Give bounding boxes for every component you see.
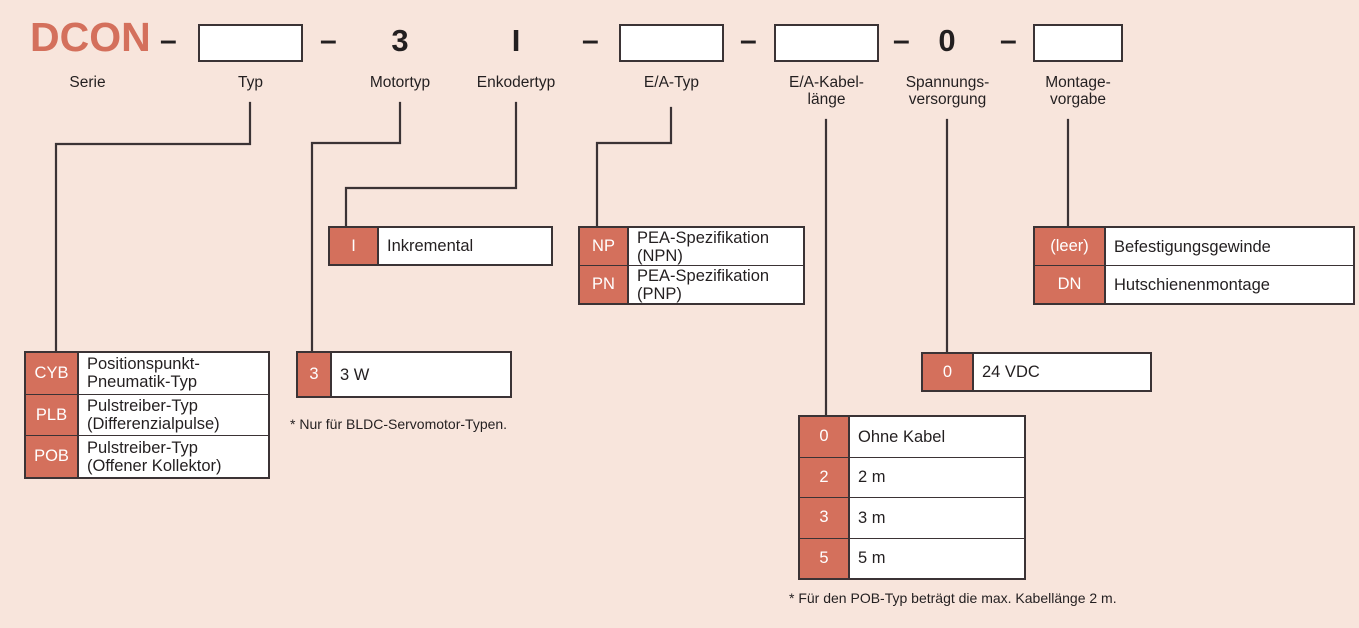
separator-3: – <box>582 24 599 57</box>
option-code: PLB <box>26 394 79 436</box>
table-montagevorgabe: (leer) Befestigungsgewinde DN Hutschiene… <box>1033 226 1355 305</box>
separator-2: – <box>320 24 337 57</box>
option-code: I <box>330 228 379 264</box>
label-motortyp: Motortyp <box>369 74 431 91</box>
option-description: Ohne Kabel <box>850 417 1024 457</box>
table-enkodertyp: I Inkremental <box>328 226 553 266</box>
option-code: PN <box>580 266 629 303</box>
table-row[interactable]: 0 Ohne Kabel <box>800 417 1024 458</box>
separator-6: – <box>1000 24 1017 57</box>
option-description: PEA-Spezifikation (NPN) <box>629 228 803 265</box>
label-ea-kabellaenge: E/A-Kabel- länge <box>789 74 864 108</box>
option-code: 2 <box>800 457 850 497</box>
option-description: 3 m <box>850 498 1024 538</box>
label-typ: Typ <box>238 74 263 91</box>
option-code: 3 <box>298 353 332 396</box>
option-description: Hutschienenmontage <box>1106 266 1353 303</box>
table-row[interactable]: (leer) Befestigungsgewinde <box>1035 228 1353 266</box>
option-description: 24 VDC <box>974 354 1150 390</box>
table-row[interactable]: 3 3 W <box>298 353 510 396</box>
table-row[interactable]: PLB Pulstreiber-Typ (Differenzialpulse) <box>26 394 268 437</box>
separator-4: – <box>740 24 757 57</box>
option-code: NP <box>580 228 629 265</box>
series-code: DCON <box>30 14 151 60</box>
table-ea-typ: NP PEA-Spezifikation (NPN) PN PEA-Spezif… <box>578 226 805 305</box>
code-box-typ[interactable] <box>198 24 303 62</box>
option-description: Positionspunkt- Pneumatik-Typ <box>79 353 268 394</box>
option-code: 0 <box>800 417 850 457</box>
table-row[interactable]: 3 3 m <box>800 498 1024 539</box>
option-code: 5 <box>800 538 850 578</box>
table-ea-kabellaenge: 0 Ohne Kabel 2 2 m 3 3 m 5 5 m <box>798 415 1026 580</box>
option-code: 3 <box>800 498 850 538</box>
label-montagevorgabe: Montage- vorgabe <box>1045 74 1111 108</box>
table-motortyp: 3 3 W <box>296 351 512 398</box>
table-row[interactable]: DN Hutschienenmontage <box>1035 266 1353 303</box>
table-row[interactable]: 0 24 VDC <box>923 354 1150 390</box>
table-row[interactable]: NP PEA-Spezifikation (NPN) <box>580 228 803 266</box>
option-description: PEA-Spezifikation (PNP) <box>629 266 803 303</box>
model-code-row: DCON Serie – Typ – 3 Motortyp I Enkodert… <box>0 0 1359 110</box>
label-spannungsversorgung: Spannungs- versorgung <box>905 74 990 108</box>
code-value-enkodertyp: I <box>511 23 521 58</box>
option-description: 3 W <box>332 353 510 396</box>
note-ea-kabellaenge: * Für den POB-Typ beträgt die max. Kabel… <box>789 590 1117 606</box>
code-box-ea-kabellaenge[interactable] <box>774 24 879 62</box>
option-description: Inkremental <box>379 228 551 264</box>
option-description: Pulstreiber-Typ (Offener Kollektor) <box>79 436 268 478</box>
table-row[interactable]: 2 2 m <box>800 457 1024 498</box>
label-enkodertyp: Enkodertyp <box>476 74 556 91</box>
option-description: Pulstreiber-Typ (Differenzialpulse) <box>79 394 268 436</box>
separator-5: – <box>893 24 910 57</box>
code-box-montagevorgabe[interactable] <box>1033 24 1123 62</box>
separator-1: – <box>160 24 177 57</box>
option-code: POB <box>26 436 79 478</box>
code-box-ea-typ[interactable] <box>619 24 724 62</box>
option-code: 0 <box>923 354 974 390</box>
option-description: 5 m <box>850 538 1024 578</box>
table-row[interactable]: CYB Positionspunkt- Pneumatik-Typ <box>26 353 268 395</box>
label-ea-typ: E/A-Typ <box>643 74 700 91</box>
option-description: 2 m <box>850 457 1024 497</box>
label-serie: Serie <box>69 74 106 91</box>
table-row[interactable]: I Inkremental <box>330 228 551 264</box>
table-typ: CYB Positionspunkt- Pneumatik-Typ PLB Pu… <box>24 351 270 479</box>
code-value-motortyp: 3 <box>391 23 409 58</box>
option-code: CYB <box>26 353 79 394</box>
table-row[interactable]: PN PEA-Spezifikation (PNP) <box>580 266 803 303</box>
table-row[interactable]: 5 5 m <box>800 538 1024 578</box>
note-motortyp: * Nur für BLDC-Servomotor-Typen. <box>290 416 508 432</box>
option-description: Befestigungsgewinde <box>1106 228 1353 265</box>
option-code: (leer) <box>1035 228 1106 265</box>
code-value-spannungsversorgung: 0 <box>938 23 956 58</box>
table-row[interactable]: POB Pulstreiber-Typ (Offener Kollektor) <box>26 436 268 478</box>
table-spannungsversorgung: 0 24 VDC <box>921 352 1152 392</box>
option-code: DN <box>1035 266 1106 303</box>
